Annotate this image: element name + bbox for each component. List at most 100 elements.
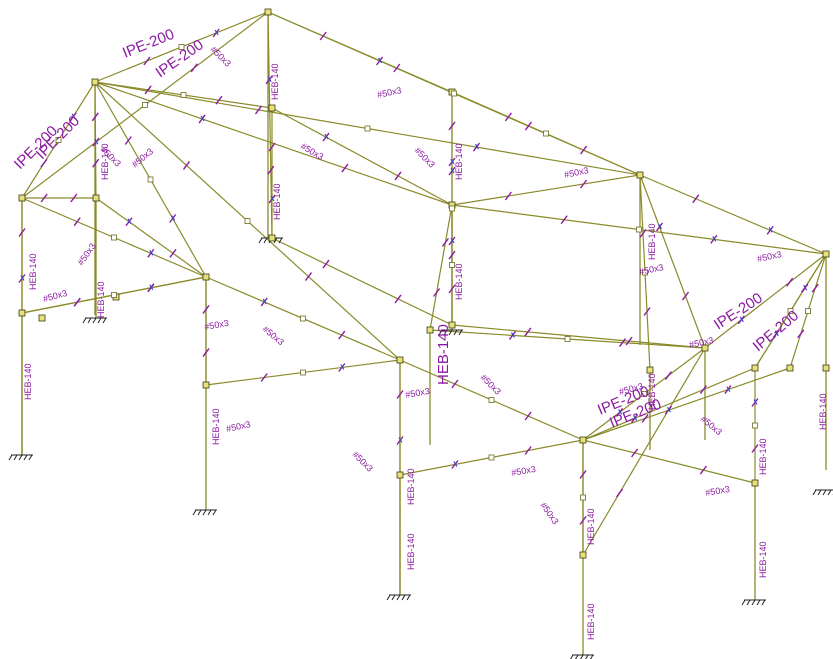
support-hatch <box>391 594 396 601</box>
load-marker-icon <box>724 385 732 395</box>
member-43 <box>271 237 453 326</box>
node-icon <box>202 273 210 281</box>
support-hatch <box>278 237 283 244</box>
brace-label: #50x3 <box>538 500 560 526</box>
ipe200-label: IPE-200 <box>711 290 766 334</box>
support-hatch <box>443 329 448 336</box>
load-marker-icon <box>450 158 455 165</box>
load-marker-icon <box>472 142 481 152</box>
load-marker-icon <box>262 298 267 305</box>
heb140-label: HEB-140 <box>211 408 221 445</box>
heb140-label: HEB-140 <box>406 468 416 505</box>
load-marker-icon <box>376 56 384 66</box>
node-icon <box>579 436 587 444</box>
load-marker-icon <box>448 284 456 294</box>
load-marker-icon <box>524 446 532 455</box>
load-marker-icon <box>394 171 402 181</box>
load-marker-icon <box>737 315 745 325</box>
load-marker-icon <box>616 407 624 417</box>
support-hatch <box>401 594 406 601</box>
support-hatch <box>192 509 197 516</box>
load-marker-icon <box>451 460 459 469</box>
member-31 <box>451 324 706 349</box>
load-marker-icon <box>149 284 154 291</box>
member-midpoint <box>244 218 251 224</box>
member-midpoint <box>449 205 455 212</box>
member-midpoint <box>178 44 185 50</box>
load-marker-icon <box>215 95 223 105</box>
support-hatch <box>590 654 594 659</box>
load-marker-icon <box>73 297 81 307</box>
heb140-label: HEB-140 <box>454 143 464 180</box>
support-hatch <box>87 317 92 324</box>
load-marker-icon <box>147 283 155 293</box>
load-marker-icon <box>270 195 275 202</box>
member-midpoint <box>111 292 117 298</box>
load-marker-icon <box>451 379 459 389</box>
load-marker-icon <box>319 31 327 41</box>
member-midpoint <box>641 391 647 397</box>
load-marker-icon <box>692 194 700 204</box>
load-marker-icon <box>200 115 205 122</box>
load-marker-icon <box>73 217 81 227</box>
load-marker-icon <box>524 411 532 421</box>
brace-label: #50x3 <box>756 249 782 264</box>
load-marker-icon <box>739 316 744 323</box>
load-marker-icon <box>169 248 177 258</box>
member-midpoint <box>111 234 117 241</box>
load-marker-icon <box>712 235 717 242</box>
load-marker-icon <box>786 277 794 287</box>
support-hatch <box>817 489 822 496</box>
fixed-support-icon <box>741 599 766 606</box>
fixed-support-icon <box>82 317 107 324</box>
member-midpoint <box>300 369 306 376</box>
member-midpoint <box>805 308 811 314</box>
load-marker-icon <box>474 143 480 150</box>
member-27 <box>639 174 706 349</box>
brace-label: #50x3 <box>261 324 286 347</box>
heb140-label: HEB-140 <box>96 281 106 318</box>
load-marker-icon <box>324 133 329 140</box>
node-icon <box>92 194 100 202</box>
node-icon <box>396 471 404 479</box>
support-hatch <box>575 654 579 659</box>
member-midpoint <box>787 308 794 314</box>
load-marker-icon <box>143 56 151 66</box>
support-hatch <box>827 489 832 496</box>
load-marker-icon <box>448 250 456 260</box>
load-marker-icon <box>20 275 25 281</box>
load-marker-icon <box>524 121 532 131</box>
node-icon <box>396 356 404 364</box>
brace-label: #50x3 <box>511 464 537 478</box>
member-midpoint <box>180 92 187 98</box>
support-hatch <box>438 329 443 336</box>
load-marker-icon <box>182 160 191 170</box>
support-hatch <box>28 454 33 461</box>
support-hatch <box>453 329 458 336</box>
load-marker-icon <box>394 294 402 304</box>
node-icon <box>268 104 276 112</box>
member-midpoint <box>752 422 758 429</box>
heb140-label: HEB-140 <box>406 533 416 570</box>
load-marker-icon <box>70 193 78 203</box>
load-marker-icon <box>699 385 707 395</box>
load-marker-icon <box>304 272 313 282</box>
load-marker-icon <box>453 461 458 467</box>
load-marker-icon <box>398 437 403 443</box>
structural-nodes <box>18 8 830 559</box>
support-hatch <box>18 454 23 461</box>
node-icon <box>751 364 759 372</box>
support-hatch <box>212 509 217 516</box>
member-33 <box>582 367 756 441</box>
load-marker-icon <box>751 444 759 453</box>
heb140-large-label: HEB-140 <box>435 324 452 385</box>
load-marker-icon <box>322 132 330 142</box>
load-marker-icon <box>338 330 346 340</box>
heb140-label: HEB-140 <box>647 373 657 410</box>
support-hatch <box>386 594 391 601</box>
support-hatch <box>23 454 28 461</box>
fixed-support-icon <box>438 329 463 336</box>
fixed-support-icon <box>812 489 833 496</box>
brace-label: #50x3 <box>405 386 431 400</box>
